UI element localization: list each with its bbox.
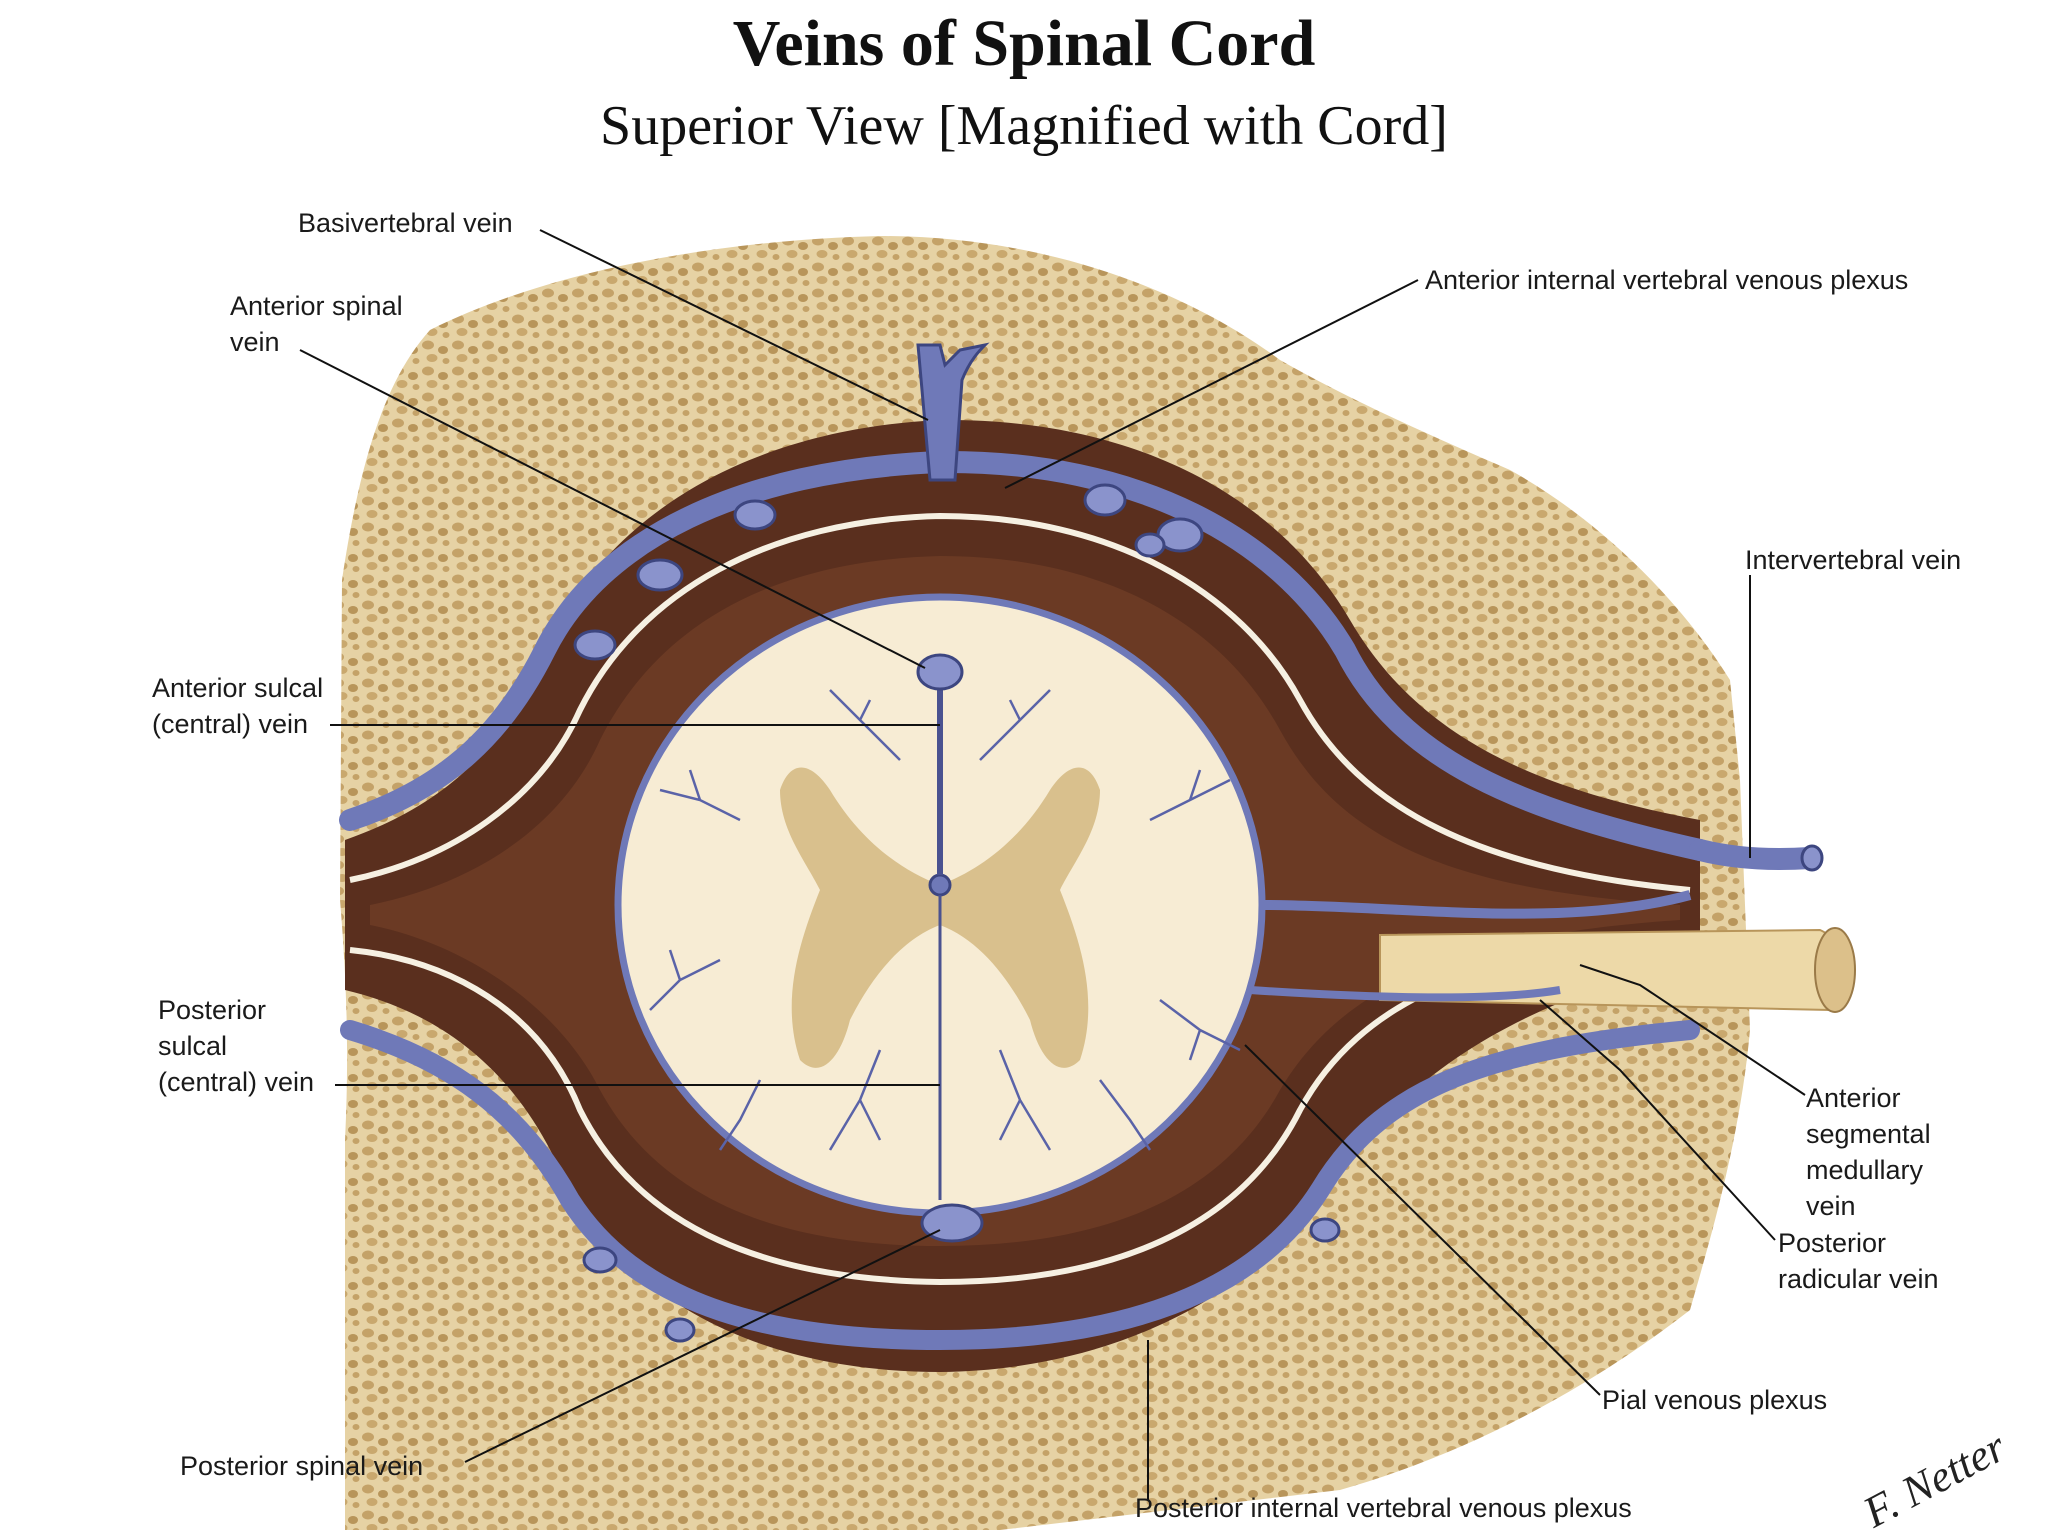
diagram-subtitle: Superior View [Magnified with Cord] <box>600 95 1448 157</box>
central-canal <box>928 873 952 897</box>
label-anterior-internal-plexus: Anterior internal vertebral venous plexu… <box>1425 265 1909 295</box>
intervertebral-vein-end <box>1800 844 1824 872</box>
posterior-radicular-vessel <box>1249 986 1561 1002</box>
label-posterior-spinal-vein: Posterior spinal vein <box>180 1451 424 1481</box>
dura-mater <box>349 512 1691 1286</box>
anterior-spinal-vessel <box>916 653 964 691</box>
posterior-internal-plexus-vessel <box>340 1020 1700 1351</box>
anterior-internal-plexus-vessel <box>339 450 1711 861</box>
intervertebral-vessel <box>1689 839 1821 871</box>
label-intervertebral-vein: Intervertebral vein <box>1745 545 1962 575</box>
label-posterior-radicular-vein: Posterior radicular vein <box>1778 1228 1939 1294</box>
leader-lines <box>299 229 1806 1500</box>
intramedullary-veins <box>649 689 1241 1151</box>
label-anterior-spinal-vein: Anterior spinal vein <box>230 291 403 357</box>
label-posterior-internal-plexus: Posterior internal vertebral venous plex… <box>1135 1493 1632 1523</box>
label-anterior-sulcal-vein: Anterior sulcal (central) vein <box>152 673 324 739</box>
anterior-segmental-vessel <box>1261 890 1692 919</box>
plexus-vein-rings <box>573 483 1341 1343</box>
basivertebral-vessel <box>916 342 990 482</box>
label-basivertebral-vein: Basivertebral vein <box>298 208 513 238</box>
nerve-root-cut-end <box>1814 927 1856 1013</box>
label-anterior-segmental-vein: Anterior segmental medullary vein <box>1806 1083 1931 1221</box>
diagram-title: Veins of Spinal Cord <box>732 7 1316 80</box>
label-pial-venous-plexus: Pial venous plexus <box>1602 1385 1828 1415</box>
posterior-spinal-vessel <box>920 1203 984 1243</box>
label-posterior-sulcal-vein: Posterior sulcal (central) vein <box>158 995 315 1097</box>
